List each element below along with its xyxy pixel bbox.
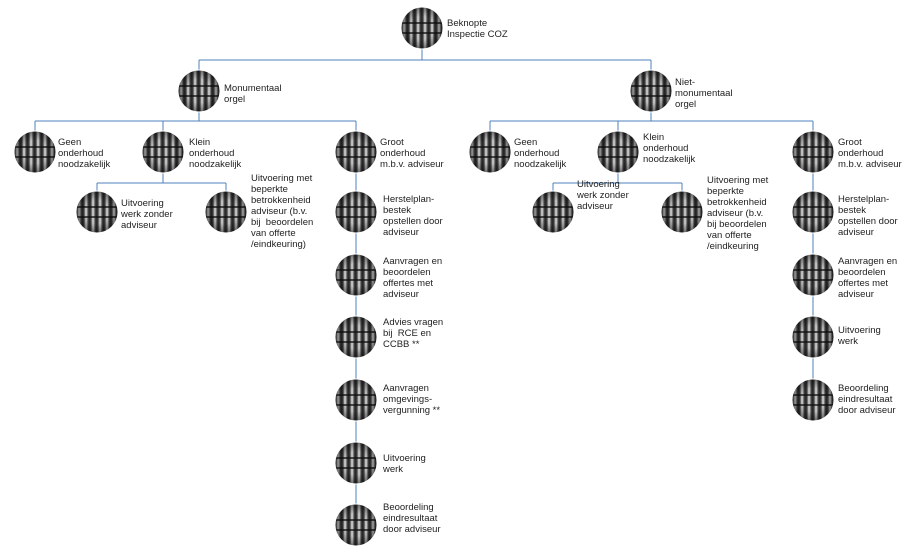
node-label-mon-uitvoering-zonder-adviseur: Uitvoering werk zonder adviseur	[121, 198, 173, 231]
organ-pipes-icon	[334, 503, 378, 547]
organ-pipes-icon	[791, 130, 835, 174]
organ-pipes-icon	[177, 69, 221, 113]
organ-pipes-icon	[791, 315, 835, 359]
organ-pipes-icon	[791, 378, 835, 422]
node-label-mon-omgevingsvergunning: Aanvragen omgevings- vergunning **	[383, 383, 441, 416]
organ-pipes-icon	[596, 130, 640, 174]
node-label-mon-advies-rce: Advies vragen bij RCE en CCBB **	[383, 317, 444, 350]
organ-pipes-icon	[531, 190, 575, 234]
organ-pipes-icon	[629, 69, 673, 113]
node-label-niet-herstelplan: Herstelplan- bestek opstellen door advis…	[838, 194, 898, 238]
node-label-niet-klein-onderhoud: Klein onderhoud noodzakelijk	[643, 132, 696, 165]
node-label-mon-aanvragen-offertes: Aanvragen en beoordelen offertes met adv…	[383, 256, 443, 300]
organ-pipes-icon	[334, 315, 378, 359]
organ-pipes-icon	[791, 253, 835, 297]
connector-lines	[34, 49, 814, 504]
organ-pipes-icon	[334, 253, 378, 297]
organ-pipes-icon	[468, 130, 512, 174]
node-label-mon-groot-onderhoud: Groot onderhoud m.b.v. adviseur	[380, 137, 444, 170]
organ-pipes-icon	[141, 130, 185, 174]
node-label-mon-uitvoering-beperkt: Uitvoering met beperkte betrokkenheid ad…	[251, 173, 314, 250]
node-label-root: Beknopte Inspectie COZ	[447, 18, 508, 40]
node-label-niet-uitvoering-zonder-adviseur: Uitvoering werk zonder adviseur	[577, 179, 629, 212]
organ-pipes-icon	[13, 130, 57, 174]
organ-pipes-icon	[334, 441, 378, 485]
organ-pipes-icon	[334, 378, 378, 422]
node-label-niet-aanvragen-offertes: Aanvragen en beoordelen offertes met adv…	[838, 256, 898, 300]
node-label-niet-uitvoering-beperkt: Uitvoering met beperkte betrokkenheid ad…	[707, 175, 769, 252]
node-label-mon-herstelplan: Herstelplan- bestek opstellen door advis…	[383, 194, 443, 238]
node-label-mon-uitvoering-werk: Uitvoering werk	[383, 453, 426, 475]
organ-pipes-icon	[334, 130, 378, 174]
organ-pipes-icon	[204, 190, 248, 234]
node-label-mon-klein-onderhoud: Klein onderhoud noodzakelijk	[189, 137, 242, 170]
organ-pipes-icon	[334, 190, 378, 234]
node-label-mon-beoordeling: Beoordeling eindresultaat door adviseur	[383, 502, 441, 535]
organ-pipes-icon	[400, 6, 444, 50]
node-label-niet-geen-onderhoud: Geen onderhoud noodzakelijk	[514, 137, 567, 170]
node-label-niet-uitvoering-werk: Uitvoering werk	[838, 325, 881, 347]
node-icons	[13, 6, 835, 547]
node-label-mon-geen-onderhoud: Geen onderhoud noodzakelijk	[58, 137, 111, 170]
node-label-niet-groot-onderhoud: Groot onderhoud m.b.v. adviseur	[838, 137, 902, 170]
organ-pipes-icon	[660, 190, 704, 234]
organ-pipes-icon	[791, 190, 835, 234]
organ-pipes-icon	[75, 190, 119, 234]
node-label-monumentaal: Monumentaal orgel	[224, 83, 282, 105]
node-label-niet-monumentaal: Niet- monumentaal orgel	[675, 77, 733, 110]
node-label-niet-beoordeling: Beoordeling eindresultaat door adviseur	[838, 383, 896, 416]
